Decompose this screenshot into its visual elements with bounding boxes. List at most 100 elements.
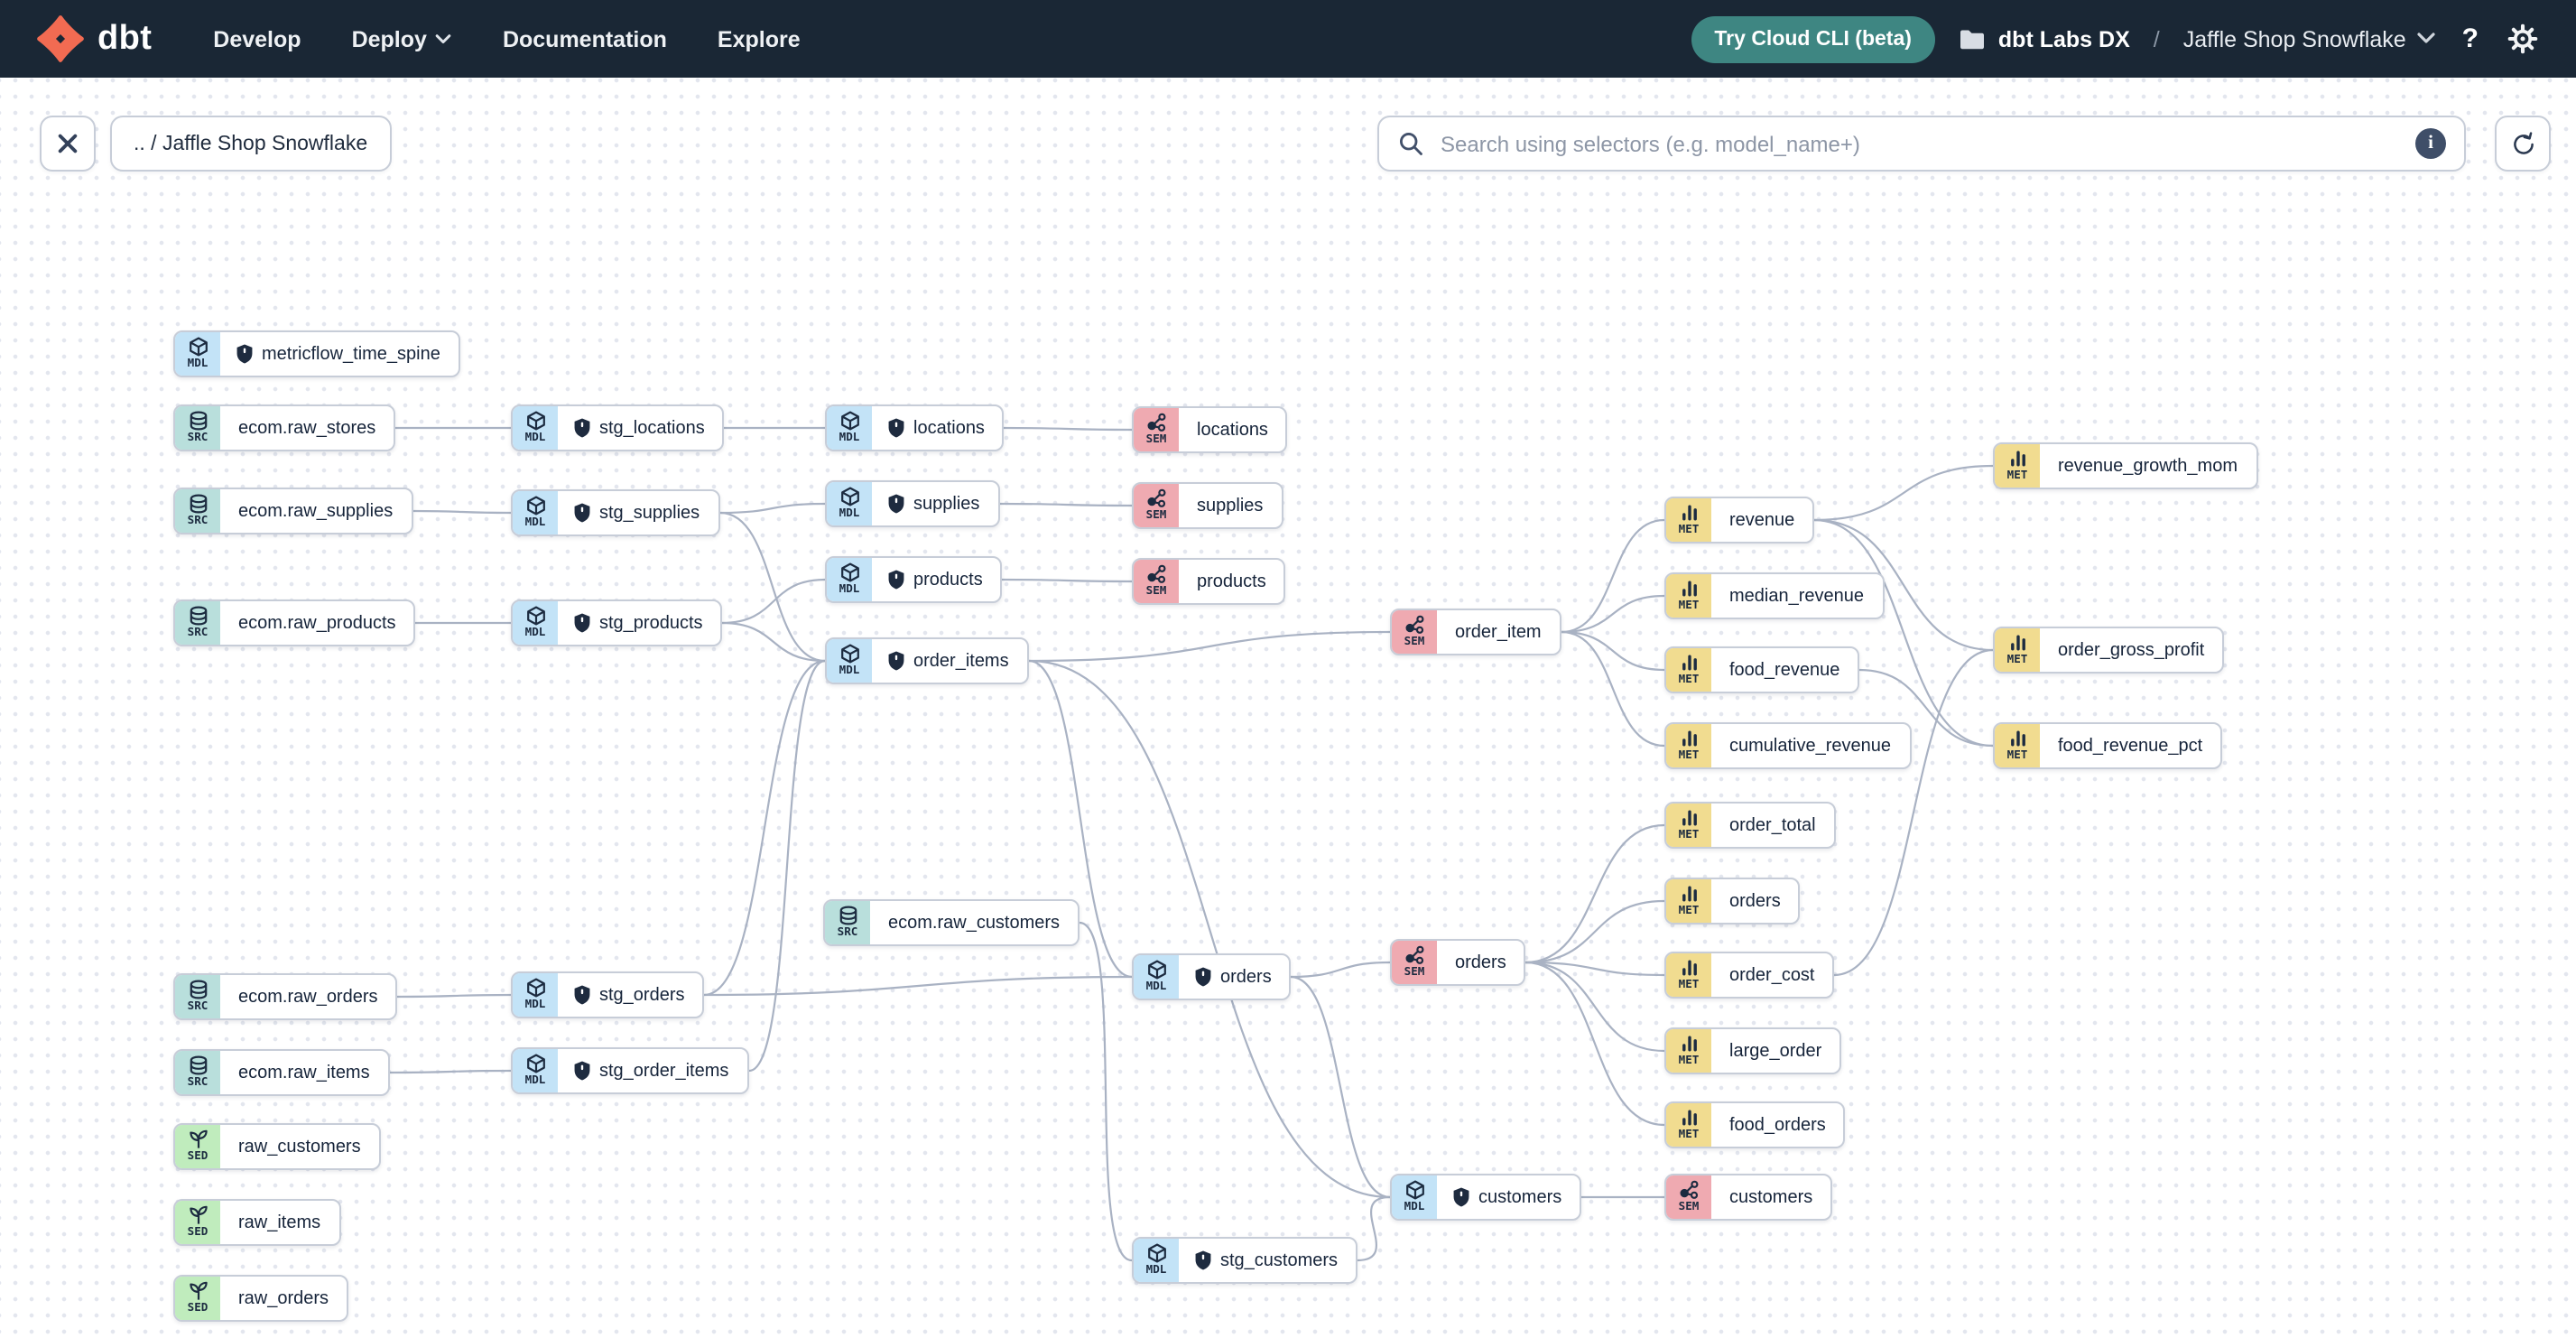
help-icon[interactable]: ? — [2461, 23, 2479, 54]
shield-icon — [574, 418, 590, 438]
nav-develop[interactable]: Develop — [213, 26, 301, 51]
nav-documentation[interactable]: Documentation — [502, 26, 667, 51]
node-label: ecom.raw_products — [238, 613, 396, 633]
account-name: dbt Labs DX — [1997, 26, 2130, 51]
gear-icon[interactable] — [2506, 22, 2540, 56]
node-label: orders — [1729, 891, 1781, 911]
try-cloud-cli-button[interactable]: Try Cloud CLI (beta) — [1691, 15, 1935, 62]
graph-node-metric-food_revenue[interactable]: MET food_revenue — [1664, 646, 1860, 693]
node-label: supplies — [913, 494, 980, 514]
node-label: stg_order_items — [599, 1061, 729, 1081]
graph-node-model-customers[interactable]: MDL customers — [1390, 1174, 1582, 1221]
graph-node-model-stg_orders[interactable]: MDL stg_orders — [511, 971, 705, 1018]
metric-icon: MET — [1666, 1029, 1711, 1073]
node-label: supplies — [1197, 496, 1264, 516]
model-icon: MDL — [827, 639, 872, 683]
semantic-model-icon: SEM — [1134, 484, 1179, 527]
shield-icon — [574, 613, 590, 633]
metric-icon: MET — [1666, 648, 1711, 692]
semantic-model-icon: SEM — [1134, 408, 1179, 451]
node-label: customers — [1478, 1187, 1562, 1207]
node-label: stg_locations — [599, 418, 705, 438]
node-label: cumulative_revenue — [1729, 736, 1891, 756]
nav-explore[interactable]: Explore — [717, 26, 801, 51]
search-input[interactable] — [1437, 129, 2403, 158]
search-icon — [1400, 133, 1422, 155]
model-icon: MDL — [1392, 1175, 1437, 1219]
selector-search[interactable]: i — [1377, 116, 2466, 172]
shield-icon — [888, 418, 904, 438]
model-icon: MDL — [827, 406, 872, 450]
model-icon: MDL — [513, 973, 558, 1017]
lineage-breadcrumb[interactable]: .. / Jaffle Shop Snowflake — [110, 116, 392, 172]
graph-node-semantic-model-supplies[interactable]: SEM supplies — [1132, 482, 1283, 529]
info-icon[interactable]: i — [2415, 128, 2446, 159]
nav-deploy[interactable]: Deploy — [352, 26, 452, 51]
node-label: ecom.raw_stores — [238, 418, 376, 438]
project-switcher[interactable]: Jaffle Shop Snowflake — [2183, 26, 2435, 51]
node-label: ecom.raw_supplies — [238, 501, 394, 521]
node-label: stg_customers — [1220, 1250, 1339, 1270]
dbt-logo[interactable]: dbt — [36, 14, 152, 63]
folder-icon — [1960, 30, 1984, 50]
node-label: stg_supplies — [599, 503, 700, 523]
account-switcher[interactable]: dbt Labs DX — [1959, 26, 2130, 51]
node-label: stg_orders — [599, 985, 685, 1005]
shield-icon — [1195, 967, 1211, 987]
semantic-model-icon: SEM — [1666, 1175, 1711, 1219]
model-icon: MDL — [827, 482, 872, 525]
refresh-lineage-button[interactable] — [2495, 116, 2551, 172]
graph-node-metric-orders[interactable]: MET orders — [1664, 878, 1801, 925]
node-label: food_revenue_pct — [2058, 736, 2203, 756]
graph-node-model-locations[interactable]: MDL locations — [825, 404, 1005, 451]
close-lineage-button[interactable] — [40, 116, 96, 172]
graph-node-model-supplies[interactable]: MDL supplies — [825, 480, 1000, 527]
metric-icon: MET — [1666, 804, 1711, 847]
metric-icon: MET — [1666, 879, 1711, 923]
chevron-down-icon — [436, 33, 452, 43]
node-label: locations — [913, 418, 985, 438]
chevron-down-icon — [2417, 33, 2435, 43]
metric-icon: MET — [1666, 1103, 1711, 1147]
seed-icon: SED — [175, 1125, 220, 1168]
source-icon: SRC — [175, 1051, 220, 1094]
node-label: order_item — [1455, 622, 1542, 642]
node-label: ecom.raw_orders — [238, 987, 378, 1007]
node-label: food_revenue — [1729, 660, 1840, 680]
